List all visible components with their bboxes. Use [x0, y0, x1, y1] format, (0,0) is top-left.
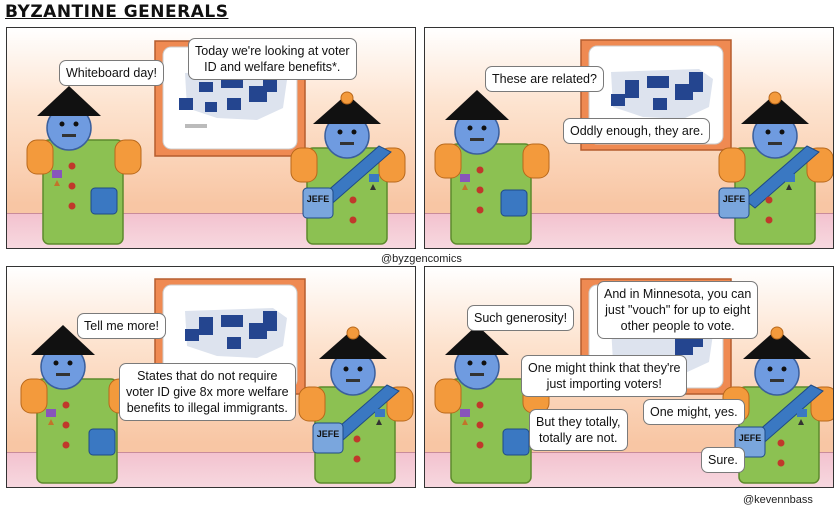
general-left [434, 325, 550, 484]
general-left [20, 325, 136, 484]
credit-handle-mid: @byzgencomics [381, 253, 462, 265]
speech-bubble: One might, yes. [643, 399, 745, 425]
speech-bubble: States that do not require voter ID give… [119, 363, 296, 421]
speech-bubble: Sure. [701, 447, 745, 473]
panel-2: JEFE These are related? Oddly enough, th… [424, 27, 834, 249]
comic-title: BYZANTINE GENERALS [5, 2, 229, 22]
panel-4: JEFE Such generosity! One might think th… [424, 266, 834, 488]
general-left [26, 86, 142, 245]
panel-1: JEFE Whiteboard day! Today we're looking… [6, 27, 416, 249]
panel-3: JEFE Tell me more! States that do not re… [6, 266, 416, 488]
speech-bubble: Whiteboard day! [59, 60, 165, 86]
general-right [298, 326, 414, 484]
speech-bubble: Such generosity! [467, 305, 575, 331]
speech-bubble: These are related? [485, 66, 604, 92]
general-left [434, 90, 550, 245]
general-right [290, 91, 406, 245]
speech-bubble: And in Minnesota, you can just "vouch" f… [597, 281, 759, 339]
mug-label: JEFE [316, 429, 340, 439]
credit-handle-bottom: @kevennbass [743, 494, 813, 506]
speech-bubble: Tell me more! [77, 313, 167, 339]
general-right [718, 91, 833, 245]
mug-label: JEFE [722, 194, 746, 204]
speech-bubble: Today we're looking at voter ID and welf… [188, 38, 357, 80]
mug-label: JEFE [738, 433, 762, 443]
mug-label: JEFE [306, 194, 330, 204]
speech-bubble: Oddly enough, they are. [563, 118, 711, 144]
speech-bubble: But they totally, totally are not. [529, 409, 628, 451]
speech-bubble: One might think that they're just import… [521, 355, 688, 397]
